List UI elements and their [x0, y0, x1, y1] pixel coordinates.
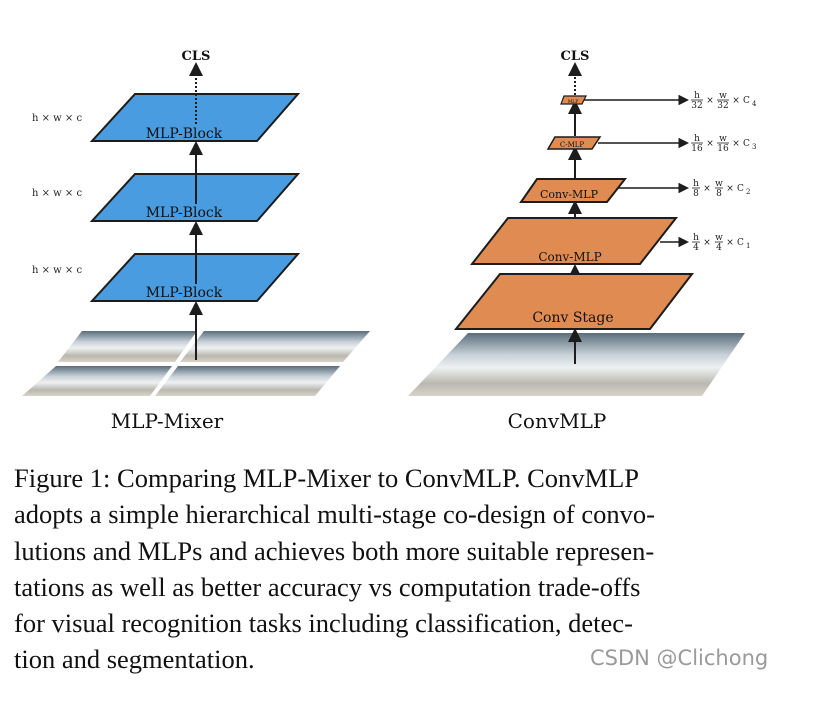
dimension-label-stage-3: h 16 × w 16 × C 3: [691, 134, 756, 154]
dim-w-denominator: 16: [717, 144, 729, 154]
dim-h-denominator: 8: [693, 189, 699, 199]
caption-line: Figure 1: Comparing MLP-Mixer to ConvMLP…: [14, 463, 639, 493]
dim-h-denominator: 16: [691, 144, 703, 154]
conv-mlp-stage-1: Conv-MLP: [469, 217, 679, 265]
mlp-mixer-panel: MLP-Block MLP-Block MLP-Block h × w × c …: [22, 49, 370, 433]
watermark: CSDN @Clichong: [590, 646, 769, 670]
dim-w-denominator: 32: [717, 101, 728, 111]
mlp-block-label: MLP-Block: [146, 205, 223, 221]
caption-line: tion and segmentation.: [14, 644, 255, 675]
svg-text:×: ×: [732, 139, 740, 149]
dim-h-denominator: 32: [691, 101, 702, 111]
dim-c-subscript: 1: [746, 242, 750, 250]
mlp-block-label: MLP-Block: [146, 285, 223, 301]
svg-text:×: ×: [732, 96, 740, 106]
input-image: [408, 333, 745, 396]
dim-w-denominator: 4: [716, 243, 722, 253]
dim-h-denominator: 4: [693, 243, 699, 253]
dim-w: w: [715, 233, 723, 243]
figure-caption: Figure 1: Comparing MLP-Mixer to ConvMLP…: [14, 460, 754, 678]
dim-c-subscript: 3: [752, 143, 756, 151]
dim-w: w: [715, 179, 723, 189]
svg-text:×: ×: [726, 184, 734, 194]
dim-c-subscript: 2: [746, 188, 750, 196]
mlp-block-stage-2: MLP-Block: [89, 173, 301, 222]
dimension-label-stage-4: h 32 × w 32 × C 4: [691, 91, 757, 111]
dim-h: h: [694, 91, 700, 101]
svg-text:×: ×: [706, 139, 714, 149]
convmlp-panel: Conv Stage Conv-MLP Conv-MLP C-MLP MLP h: [408, 49, 757, 433]
dim-c: C: [743, 139, 750, 149]
dim-h: h: [693, 233, 699, 243]
dimension-label-stage-1: h 4 × w 4 × C 1: [692, 233, 750, 253]
conv-mlp-stage-2: Conv-MLP: [519, 178, 628, 203]
mlp-block-label: MLP-Block: [146, 126, 223, 142]
dim-h: h: [693, 179, 699, 189]
svg-text:×: ×: [726, 238, 734, 248]
panel-title: MLP-Mixer: [111, 409, 224, 433]
stage-label: C-MLP: [560, 141, 585, 149]
caption-line: lutions and MLPs and achieves both more …: [14, 535, 655, 566]
dimension-label-stage-2: h 8 × w 8 × C 2: [692, 179, 750, 199]
dim-c: C: [743, 96, 750, 106]
stage-label: MLP: [568, 99, 579, 105]
panel-title: ConvMLP: [508, 409, 607, 433]
mlp-stage-4: MLP: [560, 95, 587, 105]
caption-line: adopts a simple hierarchical multi-stage…: [14, 499, 655, 530]
cls-label: CLS: [182, 49, 211, 64]
dim-w: w: [719, 91, 727, 101]
caption-line: for visual recognition tasks including c…: [14, 608, 633, 639]
dim-c: C: [737, 238, 744, 248]
mlp-block-stage-1: MLP-Block: [89, 253, 301, 302]
conv-stage-block: Conv Stage: [453, 273, 695, 330]
dim-c-subscript: 4: [752, 100, 757, 108]
dim-w: w: [719, 134, 727, 144]
input-image-patches: [22, 331, 370, 396]
cls-label: CLS: [561, 49, 590, 64]
dim-c: C: [737, 184, 744, 194]
dimension-label: h × w × c: [32, 265, 82, 276]
stage-label: Conv-MLP: [538, 250, 601, 264]
dimension-label: h × w × c: [32, 113, 82, 124]
mlp-block-stage-3: MLP-Block: [89, 93, 301, 142]
dim-w-denominator: 8: [716, 189, 722, 199]
svg-text:×: ×: [706, 96, 714, 106]
stage-label: Conv Stage: [532, 310, 613, 326]
caption-line: tations as well as better accuracy vs co…: [14, 571, 641, 602]
svg-text:×: ×: [703, 238, 711, 248]
svg-text:×: ×: [703, 184, 711, 194]
figure-diagram: MLP-Block MLP-Block MLP-Block h × w × c …: [22, 49, 757, 433]
dim-h: h: [694, 134, 700, 144]
conv-mlp-stage-3: C-MLP: [546, 136, 602, 150]
dimension-label: h × w × c: [32, 188, 82, 199]
stage-label: Conv-MLP: [540, 188, 599, 201]
